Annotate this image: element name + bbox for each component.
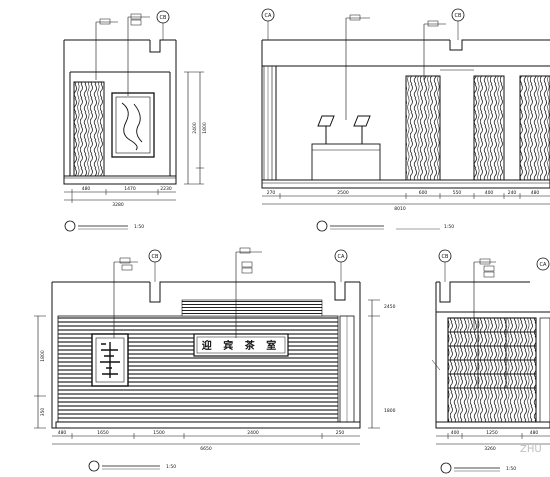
grid-tag-d-right: CA: [536, 257, 550, 271]
svg-text:CA: CA: [540, 262, 547, 268]
panel-a-total-width: 3280: [112, 202, 124, 208]
grid-tag-c-left: CB: [148, 249, 162, 282]
grid-tag-b-right: CB: [451, 8, 465, 40]
panel-c-dim-1: 480: [58, 430, 67, 436]
svg-text:CA: CA: [265, 13, 272, 19]
plaque-text: 迎 宾 茶 室: [202, 339, 280, 352]
panel-c-elevation: [34, 247, 380, 472]
panel-a-height-dim-1: 2400: [192, 122, 198, 134]
grid-tag-c-right: CA: [334, 249, 348, 282]
panel-b-scale: 1:50: [444, 224, 454, 230]
panel-b-dim-5: 400: [485, 190, 494, 196]
panel-b-dim-4: 550: [453, 190, 462, 196]
panel-a-height-dim-2: 1800: [202, 122, 208, 134]
panel-a-dim-1: 480: [82, 186, 91, 192]
panel-c-left-dim-1: 1800: [40, 350, 46, 362]
grid-tag-b-left: CA: [261, 8, 275, 40]
svg-text:CB: CB: [455, 13, 462, 19]
panel-b-dim-1: 270: [267, 190, 276, 196]
grid-tag-d-left: CB: [438, 249, 452, 282]
panel-c-dim-2: 1650: [97, 430, 109, 436]
panel-b-elevation: [261, 14, 550, 232]
panel-c-scale: 1:50: [166, 464, 176, 470]
panel-b-dim-7: 480: [531, 190, 540, 196]
panel-d-scale: 1:50: [506, 466, 516, 472]
panel-a-dim-2: 1470: [124, 186, 136, 192]
panel-c-total-width: 6650: [200, 446, 212, 452]
panel-d-total-width: 3260: [484, 446, 496, 452]
panel-c-dim-4: 2400: [247, 430, 259, 436]
panel-b-total-width: 8010: [394, 206, 406, 212]
svg-text:CB: CB: [152, 254, 159, 260]
panel-a-scale: 1:50: [134, 224, 144, 230]
grid-tag-a: CB: [156, 10, 170, 40]
panel-b-dim-6: 240: [508, 190, 517, 196]
panel-d-elevation: [431, 258, 550, 474]
svg-text:CB: CB: [160, 15, 167, 21]
panel-d-dim-2: 1250: [486, 430, 498, 436]
panel-b-dim-2: 2500: [337, 190, 349, 196]
svg-text:CB: CB: [442, 254, 449, 260]
panel-a-elevation: [63, 13, 204, 232]
svg-text:CA: CA: [338, 254, 345, 260]
panel-c-right-dim-1: 2450: [384, 304, 396, 310]
panel-d-dim-3: 480: [530, 430, 539, 436]
panel-c-dim-3: 1500: [153, 430, 165, 436]
panel-b-dim-3: 600: [419, 190, 428, 196]
watermark: ZHU: [520, 444, 542, 455]
panel-c-dim-5: 250: [336, 430, 345, 436]
panel-c-right-dim-2: 1800: [384, 408, 396, 414]
panel-d-dim-1: 400: [451, 430, 460, 436]
panel-a-dim-3: 2230: [160, 186, 172, 192]
panel-c-left-dim-2: 350: [40, 408, 46, 417]
